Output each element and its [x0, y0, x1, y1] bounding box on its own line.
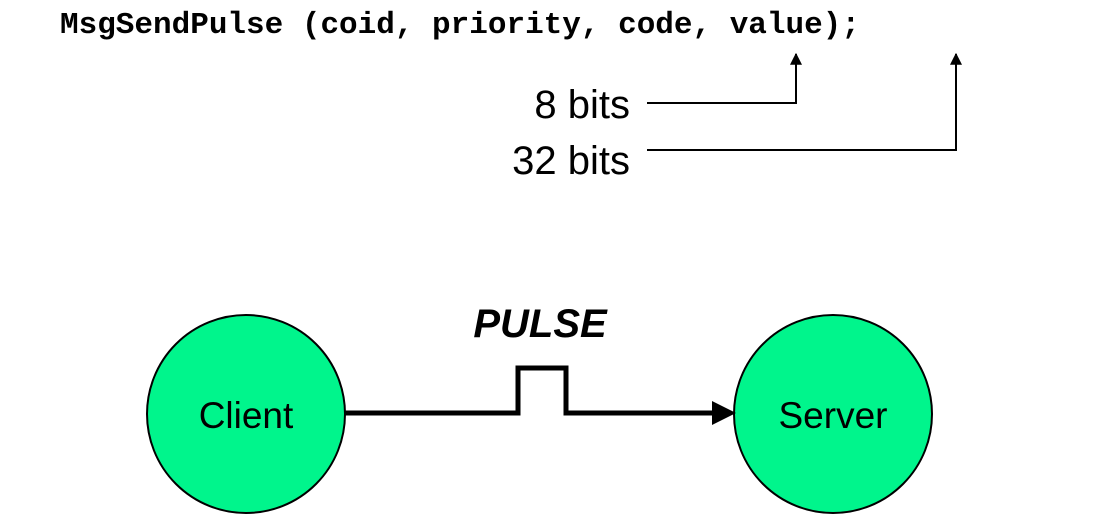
code-pointer-arrow — [647, 52, 802, 104]
value-bits-label: 32 bits — [512, 139, 630, 183]
pulse-signal-line — [345, 365, 718, 416]
value-pointer-arrow — [647, 52, 962, 151]
server-label: Server — [779, 395, 888, 436]
pulse-arrowhead — [712, 401, 736, 425]
client-label: Client — [199, 395, 294, 436]
function-signature: MsgSendPulse (coid, priority, code, valu… — [60, 8, 860, 43]
pulse-label: PULSE — [473, 302, 608, 346]
code-bits-label: 8 bits — [534, 83, 630, 127]
